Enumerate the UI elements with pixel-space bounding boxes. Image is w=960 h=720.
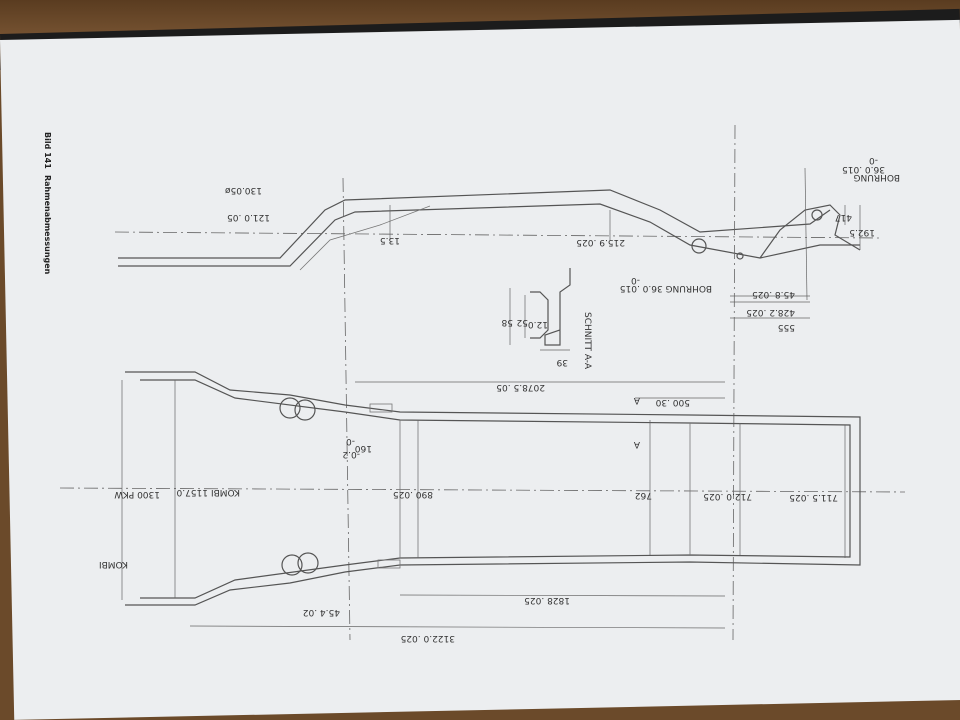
hole-top-right [294,399,316,421]
side-rail-upper [118,189,831,259]
dim-52: 52 [517,317,528,327]
side-rail-detail [299,205,431,271]
dim-39: 39 [556,357,568,367]
rear-bracket [759,204,861,259]
dim-1300-pkw: 1300 PKW [114,489,160,499]
dim-711-5: 711.5 .025 [789,492,838,502]
datum-line-2 [732,124,736,641]
centerline-top-view [59,487,906,493]
frame-outline-outer [125,371,861,606]
section-profile-inner [530,291,549,339]
dim-192-5: 192.5 [849,227,875,237]
dim-45-8: 45.8 .025 [752,289,795,299]
bore-label-mid: BOHRUNG 36.0 .015 [620,283,712,293]
bore-hole-small [736,252,744,260]
dim-160: 160 [355,443,372,453]
frame-outline-inner [140,379,851,599]
dim-1828: 1828 .025 [524,595,570,605]
dim-13-5: 13.5 [380,235,400,245]
bore-hole-rear [811,209,823,221]
dim-428-2: 428.2 .025 [746,307,795,317]
slots-top [369,403,393,413]
section-title: SCHNITT A-A [582,312,592,370]
dim-417: 417 [835,212,852,222]
dim-3122: 3122.0 .025 [401,633,455,643]
dim-762: 762 [635,490,652,500]
dim-line-3122 [189,625,726,629]
bore-tol-mid: -0 [631,275,640,285]
section-a-a: SCHNITT A-A 12.0 52 58 39 [501,268,592,370]
kombi-label-side: KOMBI [99,559,128,569]
side-view: 130.05ø 121.0 .05 13.5 215.9 .025 417 19… [114,124,900,641]
dim-45-4: 45.4 .02 [303,607,340,617]
hole-top-left [279,397,301,419]
dim-712: 712.0 .025 [703,491,752,501]
dim-line-1828 [399,594,726,597]
centerline-horizontal [114,231,881,239]
bore-label-top: BOHRUNG [854,172,900,182]
dim-215-9: 215.9 .025 [576,237,625,247]
bore-tol-top: -0 [869,155,878,165]
section-mark-a-top: A [633,395,640,405]
side-rail-lower [118,203,860,267]
dim-12: 12.0 [528,319,548,329]
dim-555: 555 [778,322,795,332]
dim-121: 121.0 .05 [227,212,270,222]
dim-1157: 1157.0 [176,487,208,497]
dim-130: 130.05ø [225,185,262,195]
bore-hole-mid [691,238,707,254]
section-profile [544,268,571,346]
figure-number: Bild 141 [43,132,52,169]
slots-bottom [377,559,401,569]
hole-bottom-right [297,552,319,574]
bore-value-top: 36.0 .015 [842,164,885,174]
kombi-label-center: KOMBI [211,487,240,497]
dim-160-tol-low: -0 [346,436,355,446]
dim-2078-5: 2078.5 .05 [496,382,545,392]
figure-title: Rahmenabmessungen [43,175,52,275]
section-mark-a-bottom: A [633,439,640,449]
dim-890: 890 .025 [393,489,433,499]
top-view: 2078.5 .05 500 .30 160 -0.2 -0 890 .025 … [59,371,906,643]
dim-58: 58 [501,317,513,327]
datum-line-1 [342,177,351,641]
dim-500: 500 .30 [655,397,690,407]
datum-line-3 [804,167,808,301]
dim-160-tol: -0.2 [342,449,360,459]
hole-bottom-left [281,554,303,576]
